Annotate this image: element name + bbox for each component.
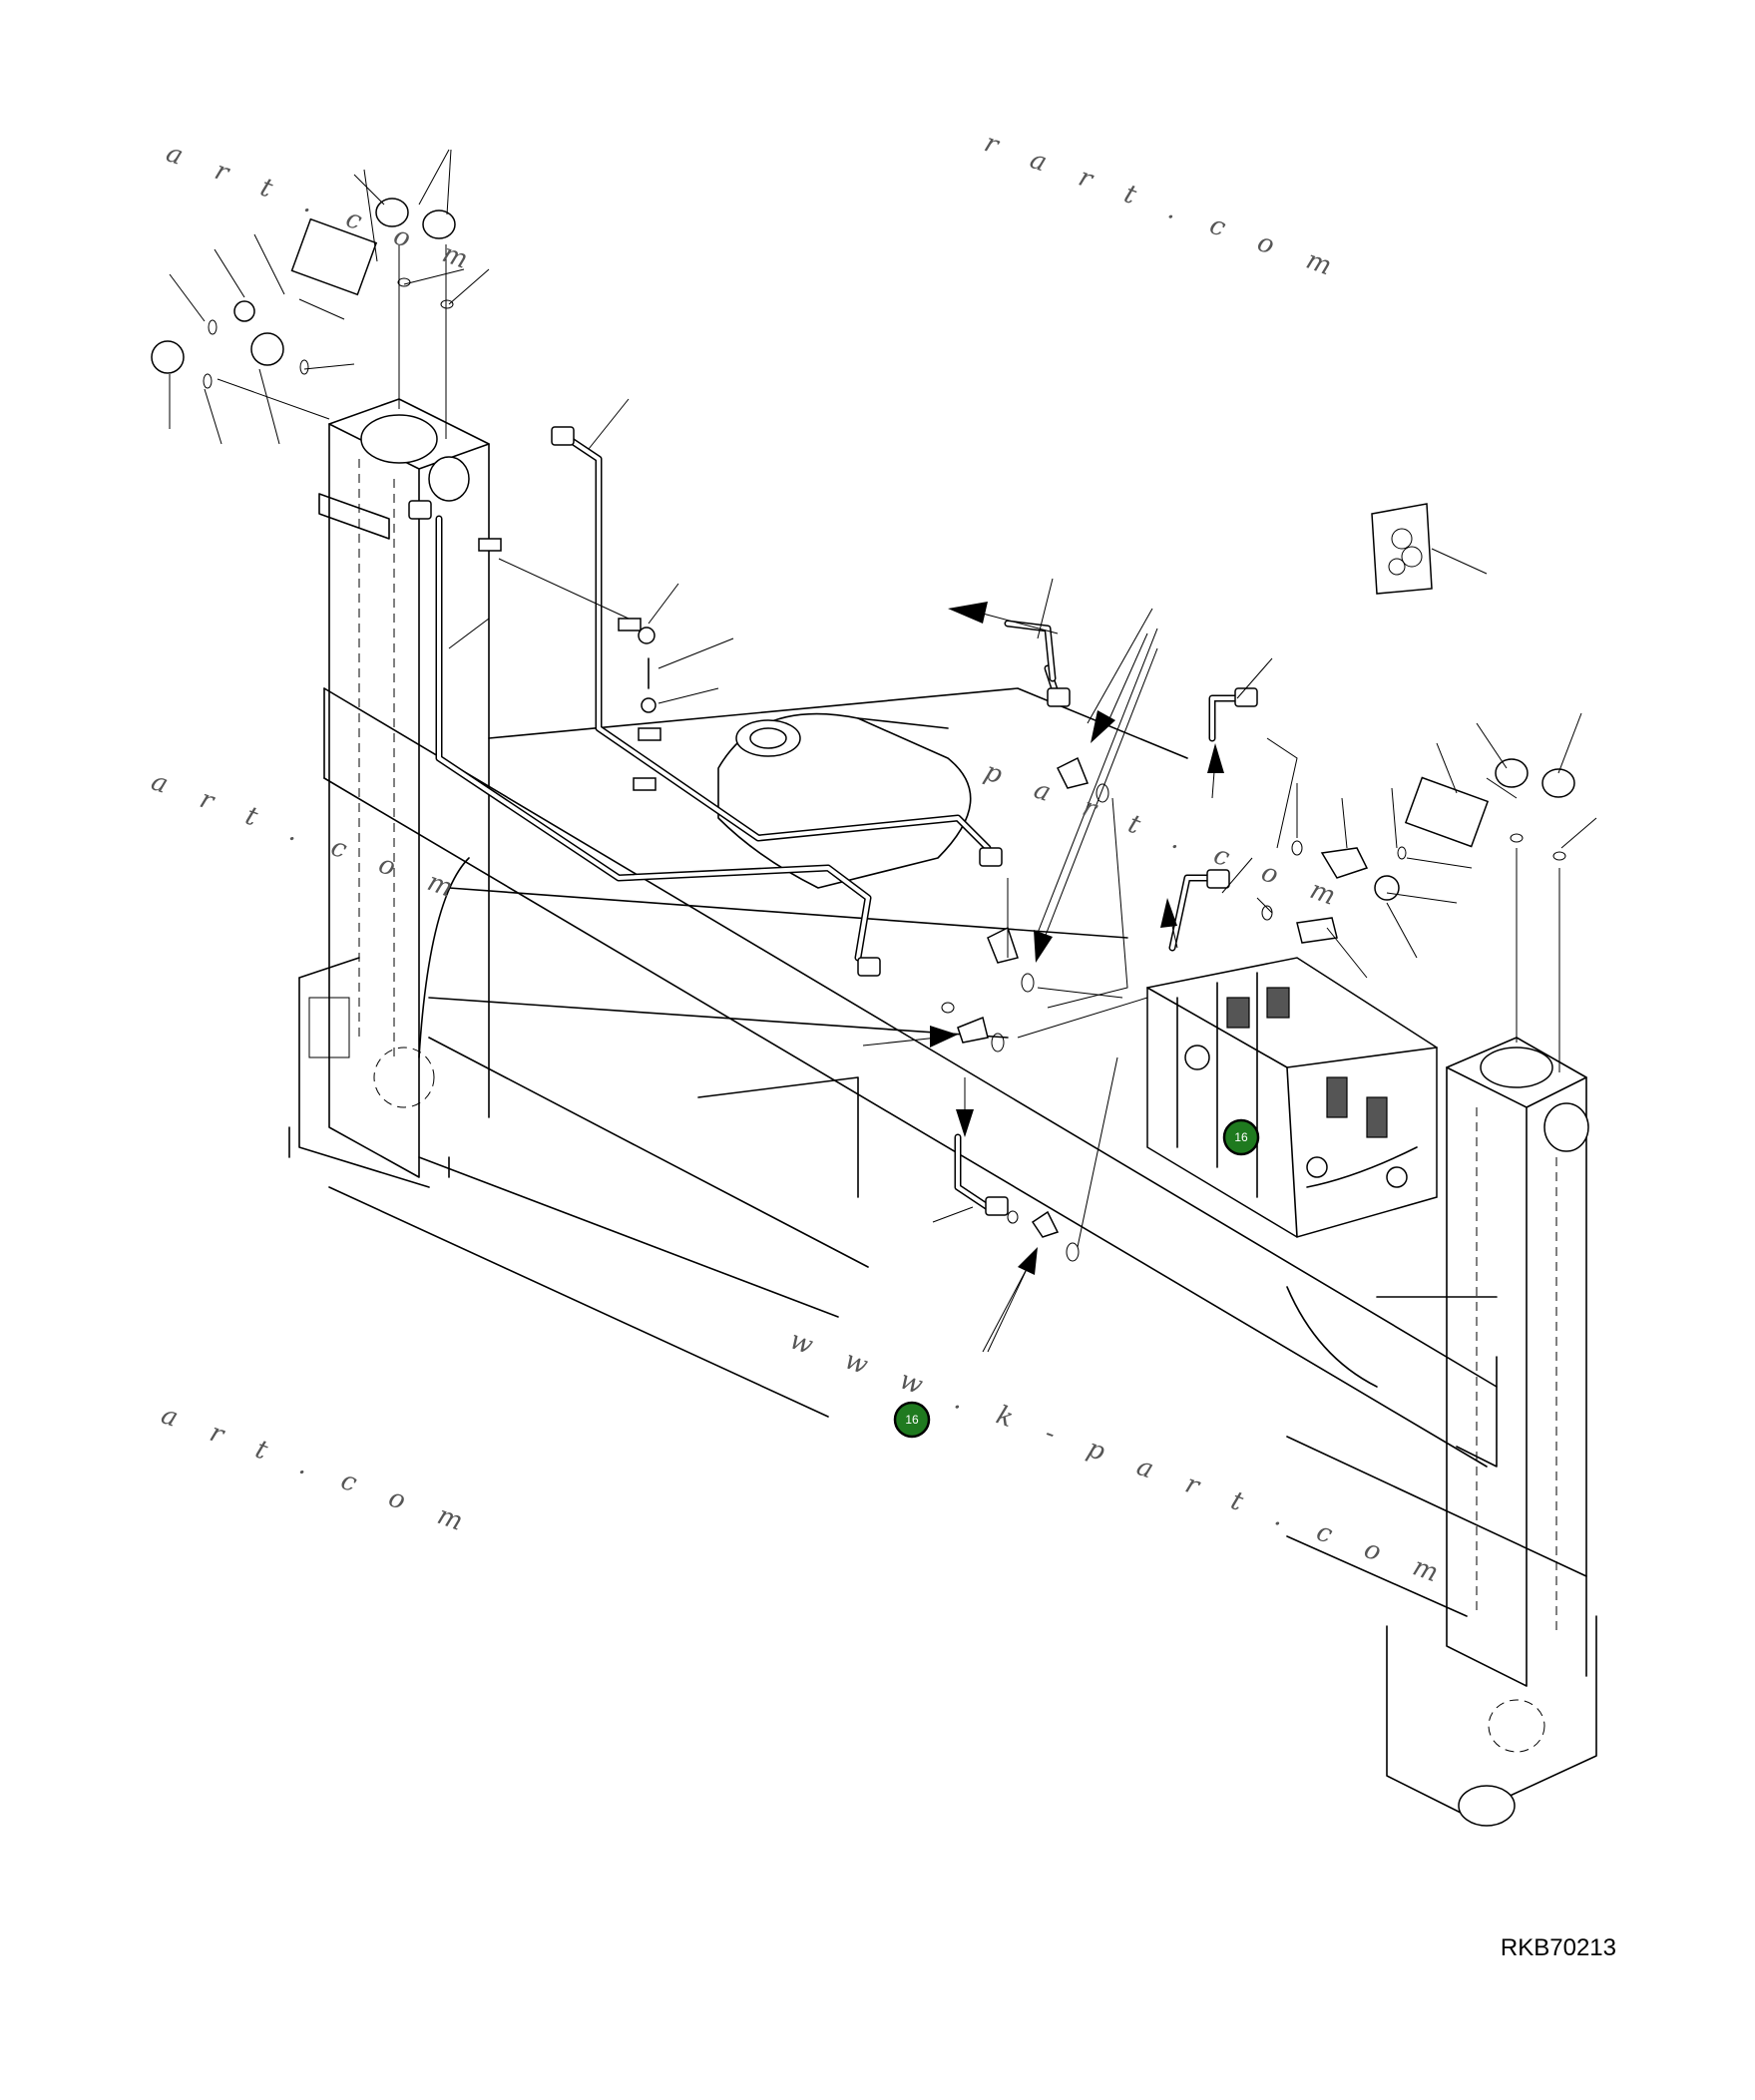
connection-lines [217, 244, 1560, 1248]
right-mast-column [1286, 1037, 1597, 1827]
watermark-text: a r t . c o m [158, 1400, 480, 1541]
callout-badge[interactable]: 16 [893, 1401, 931, 1439]
hydraulic-tank [717, 712, 972, 889]
control-valve-block [1146, 957, 1438, 1238]
watermark-text: w w w . k - p a r t . c o m [786, 1325, 1456, 1593]
drawing-code: RKB70213 [1501, 1934, 1616, 1961]
callout-badge[interactable]: 16 [1222, 1118, 1260, 1156]
watermark-text: r a r t . c o m [981, 128, 1349, 286]
callout-circle [1222, 1118, 1260, 1156]
callout-circle [893, 1401, 931, 1439]
frame-cross-beams [323, 687, 1498, 1468]
flow-arrows [862, 602, 1224, 1353]
leader-lines [169, 149, 1597, 1353]
callout-label: 16 [905, 1413, 919, 1427]
left-mast-column [288, 398, 490, 1188]
fittings [151, 198, 1575, 1262]
pipe-upper-right [954, 620, 1241, 1211]
watermark-text: a r t . c o m [148, 766, 470, 908]
callout-label: 16 [1234, 1130, 1248, 1144]
watermarks: a r t . c o m r a r t . c o m a r t . c … [148, 128, 1456, 1593]
